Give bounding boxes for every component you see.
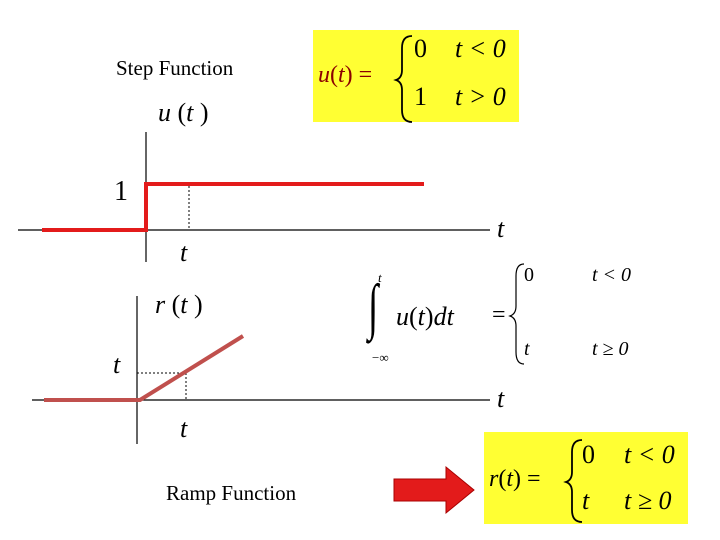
integrand-fn: u bbox=[396, 302, 409, 331]
ramp-def-brace bbox=[563, 439, 583, 523]
ramp-y-axis-label: r (t ) bbox=[155, 290, 203, 319]
step-curve bbox=[42, 182, 424, 232]
integral-sign: ∫ bbox=[368, 273, 379, 341]
step-definition-lhs: u(t) = bbox=[318, 62, 373, 88]
step-definition-box bbox=[313, 30, 519, 122]
ramp-def-case1-cond: t < 0 bbox=[624, 440, 675, 469]
ramp-arrow-icon bbox=[393, 465, 475, 515]
step-def-case2-value: 1 bbox=[414, 82, 427, 111]
integral-equals: = bbox=[492, 302, 506, 328]
step-def-arg: t bbox=[338, 62, 345, 88]
integral-case2-cond: t ≥ 0 bbox=[592, 338, 629, 360]
step-def-case1-cond: t < 0 bbox=[455, 34, 506, 63]
ramp-curve bbox=[44, 334, 245, 402]
step-def-case2-cond: t > 0 bbox=[455, 82, 506, 111]
ramp-def-case2-value: t bbox=[582, 486, 590, 515]
step-def-brace bbox=[393, 35, 413, 123]
ramp-definition-lhs: r(t) = bbox=[489, 466, 541, 492]
step-def-fn: u bbox=[318, 62, 330, 88]
step-x-axis-label: t bbox=[497, 214, 505, 243]
step-def-case1-value: 0 bbox=[414, 34, 427, 63]
ramp-x-axis-label: t bbox=[497, 384, 505, 413]
ramp-def-case2-cond: t ≥ 0 bbox=[624, 486, 672, 515]
step-y-arg: t bbox=[186, 98, 194, 127]
step-y-axis-label: u (t ) bbox=[158, 98, 209, 127]
step-level-label: 1 bbox=[114, 176, 128, 207]
integral-case1-cond: t < 0 bbox=[592, 264, 632, 286]
ramp-def-case1-value: 0 bbox=[582, 440, 595, 469]
ramp-tick-label: t bbox=[180, 414, 188, 443]
integral-integrand: u(t)dt bbox=[396, 302, 454, 331]
ramp-def-fn: r bbox=[489, 466, 499, 492]
integral-brace bbox=[508, 263, 525, 365]
step-y-fn: u bbox=[158, 98, 171, 127]
integral-case1-value: 0 bbox=[524, 264, 534, 286]
integrand-differential: dt bbox=[433, 302, 454, 331]
step-title: Step Function bbox=[116, 56, 234, 80]
ramp-definition-box bbox=[484, 432, 688, 524]
integral-case2-value: t bbox=[524, 338, 530, 360]
integral-upper-limit: t bbox=[378, 270, 382, 285]
ramp-level-label: t bbox=[113, 350, 121, 379]
step-tick-label: t bbox=[180, 238, 188, 267]
ramp-title: Ramp Function bbox=[166, 481, 297, 505]
integral-lower-limit: −∞ bbox=[372, 350, 389, 365]
ramp-y-fn: r bbox=[155, 290, 166, 319]
ramp-def-arg: t bbox=[506, 466, 514, 492]
ramp-y-arg: t bbox=[180, 290, 188, 319]
integrand-arg: t bbox=[417, 302, 425, 331]
